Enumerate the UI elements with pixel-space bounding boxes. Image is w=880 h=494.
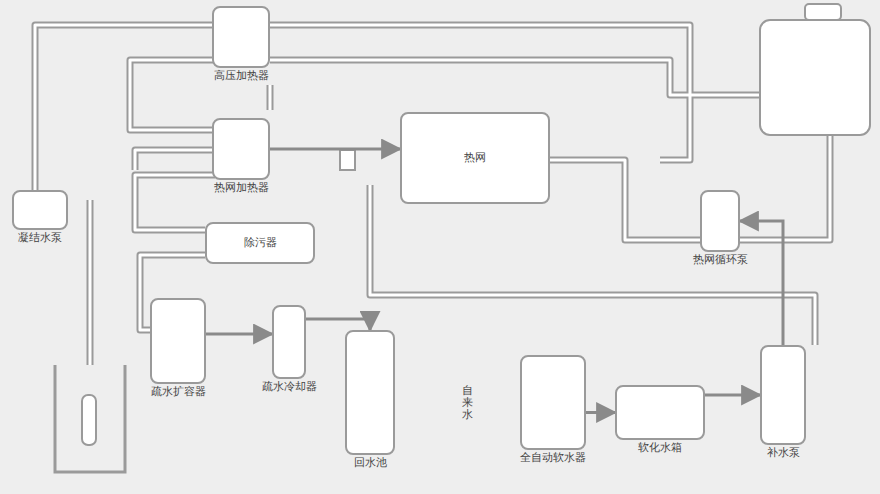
equipment-label: 疏水扩容器	[149, 385, 208, 398]
equipment-box: 热网加热器	[212, 118, 270, 180]
source-label: 自来水	[462, 385, 473, 421]
equipment-label: 疏水冷却器	[260, 380, 319, 393]
equipment-label: 全自动软水器	[518, 451, 588, 464]
equipment-box: 疏水扩容器	[150, 298, 206, 384]
equipment-box: 热网	[400, 112, 550, 204]
turbine-tank	[760, 4, 870, 135]
equipment-label: 软化水箱	[636, 441, 684, 454]
equipment-box: 热网循环泵	[700, 190, 740, 252]
equipment-label: 热网	[464, 151, 486, 164]
equipment-label: 凝结水泵	[16, 231, 64, 244]
equipment-label: 除污器	[244, 236, 277, 249]
left-pit	[55, 365, 125, 472]
equipment-label: 回水池	[352, 456, 389, 469]
equipment-box: 全自动软水器	[520, 355, 586, 450]
pipe-connector	[306, 319, 370, 330]
equipment-label: 热网加热器	[212, 181, 271, 194]
pipe-connector	[206, 333, 272, 336]
pipe-connector	[586, 411, 615, 414]
pipe-connector	[740, 221, 783, 345]
equipment-label: 补水泵	[765, 446, 802, 459]
equipment-box: 补水泵	[760, 345, 806, 445]
equipment-label: 高压加热器	[212, 69, 271, 82]
equipment-box: 软化水箱	[615, 385, 705, 440]
equipment-box: 回水池	[345, 330, 395, 455]
equipment-box: 疏水冷却器	[272, 305, 306, 379]
valve	[340, 150, 355, 170]
pipe-connector	[705, 394, 760, 397]
pipe-connector	[270, 148, 400, 151]
equipment-label: 热网循环泵	[691, 253, 750, 266]
equipment-box: 除污器	[205, 222, 315, 264]
equipment-box: 凝结水泵	[12, 190, 68, 230]
equipment-box: 高压加热器	[212, 6, 270, 68]
